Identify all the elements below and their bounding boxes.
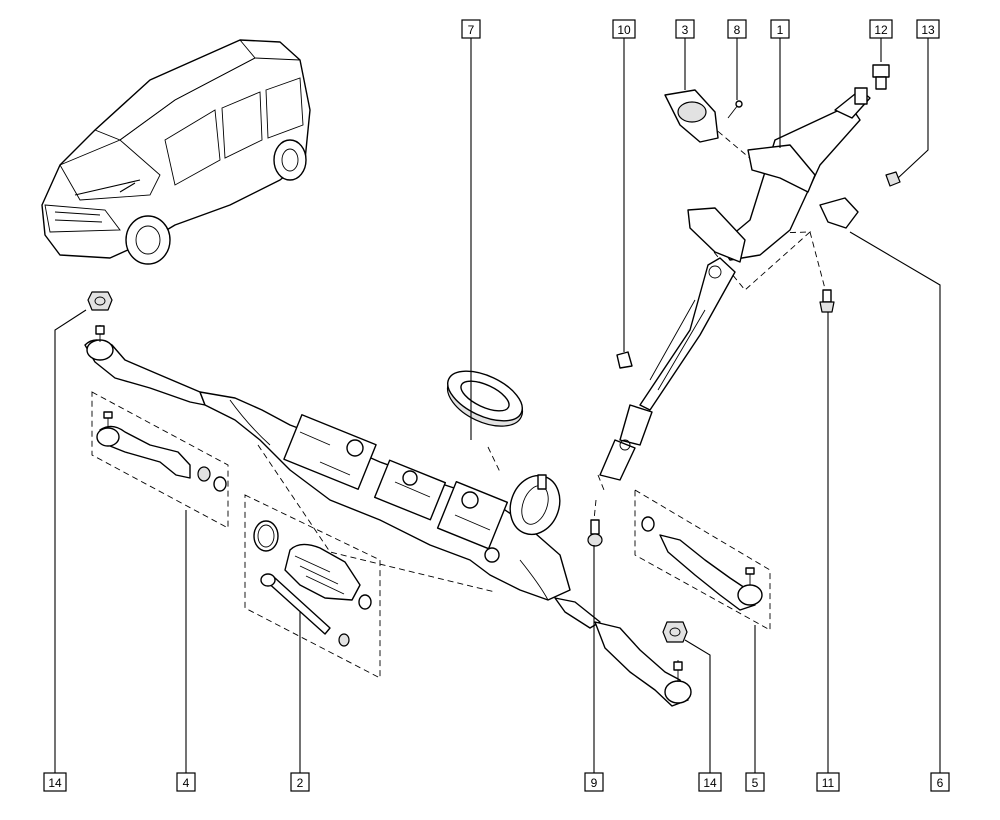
svg-text:12: 12 — [874, 23, 888, 37]
nut-14-left — [87, 291, 113, 311]
part-7-grommet — [446, 370, 524, 427]
svg-text:10: 10 — [617, 23, 631, 37]
svg-text:11: 11 — [822, 776, 835, 790]
right-tie-rod-end-assembled — [594, 621, 692, 707]
part-4-tie-rod-end — [96, 411, 227, 492]
callout-7: 7 — [461, 19, 481, 39]
svg-text:4: 4 — [183, 776, 190, 790]
part-10-clip — [616, 351, 633, 369]
callout-11: 11 — [816, 772, 840, 792]
callout-2: 2 — [290, 772, 310, 792]
part-12-bolt — [872, 64, 890, 90]
callout-14-right: 14 — [698, 772, 722, 792]
part-11-screw — [819, 289, 835, 313]
part-13-screw — [885, 171, 901, 187]
svg-text:14: 14 — [703, 776, 717, 790]
callout-3: 3 — [675, 19, 695, 39]
callout-14-left: 14 — [43, 772, 67, 792]
svg-text:13: 13 — [921, 23, 935, 37]
svg-text:1: 1 — [777, 23, 784, 37]
part-9-bolt — [587, 519, 603, 547]
vehicle-illustration — [41, 39, 311, 265]
callout-4: 4 — [176, 772, 196, 792]
callout-10: 10 — [612, 19, 636, 39]
svg-text:5: 5 — [752, 776, 759, 790]
callout-1: 1 — [770, 19, 790, 39]
part-1-steering-column — [599, 87, 871, 481]
svg-text:9: 9 — [591, 776, 598, 790]
part-2-boot-kit — [253, 520, 372, 647]
leader-lines — [54, 38, 941, 773]
svg-text:6: 6 — [937, 776, 944, 790]
part-8-screw — [727, 100, 743, 119]
svg-text:2: 2 — [297, 776, 304, 790]
part-5-tie-rod-end — [641, 516, 763, 611]
callout-12: 12 — [869, 19, 893, 39]
nut-14-right — [662, 621, 688, 643]
part-3-bracket — [664, 89, 719, 143]
part-6-clip — [819, 197, 859, 229]
callout-6: 6 — [930, 772, 950, 792]
svg-text:3: 3 — [682, 23, 689, 37]
left-tie-rod-end-assembled — [84, 325, 206, 406]
svg-text:7: 7 — [468, 23, 475, 37]
callout-8: 8 — [727, 19, 747, 39]
svg-text:8: 8 — [734, 23, 741, 37]
callout-5: 5 — [745, 772, 765, 792]
callout-13: 13 — [916, 19, 940, 39]
svg-text:14: 14 — [48, 776, 62, 790]
steering-rack-housing — [199, 391, 601, 629]
callout-9: 9 — [584, 772, 604, 792]
